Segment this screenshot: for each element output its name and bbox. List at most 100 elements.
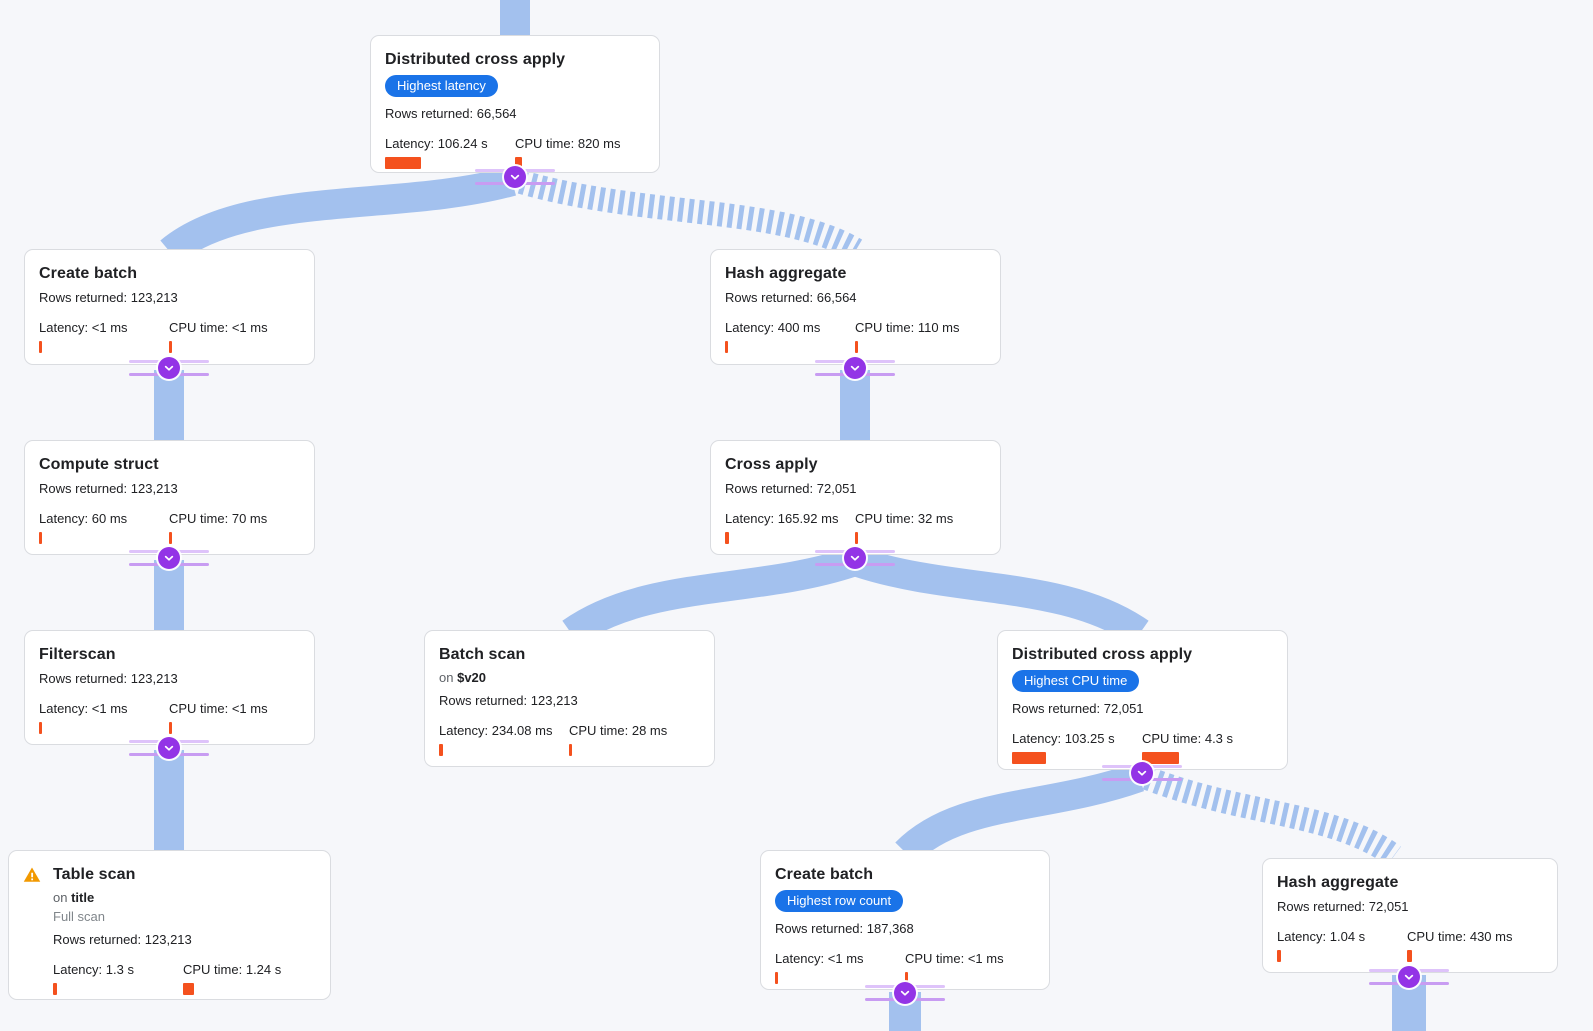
rows-returned: Rows returned: 72,051 — [725, 481, 857, 496]
cpu-time-bar — [1407, 950, 1412, 962]
latency-label: Latency: 103.25 s — [1012, 731, 1115, 746]
node-header: Distributed cross apply — [1012, 644, 1273, 665]
highlight-badge: Highest latency — [385, 75, 498, 97]
plan-edge — [562, 547, 857, 646]
node-title: Compute struct — [39, 456, 159, 473]
chevron-down-icon[interactable] — [844, 547, 866, 569]
highlight-badge-wrap: Highest latency — [385, 70, 645, 100]
rows-returned: Rows returned: 123,213 — [39, 481, 178, 496]
collapse-connector-distributed-cross-apply-2[interactable] — [1102, 761, 1182, 785]
cpu-time-bar — [855, 532, 858, 544]
scan-target-prefix: on — [53, 890, 68, 905]
scan-target-name: title — [71, 890, 95, 905]
rows-returned: Rows returned: 72,051 — [1012, 701, 1144, 716]
cpu-time-label: CPU time: 4.3 s — [1142, 731, 1234, 746]
latency-bar — [725, 341, 728, 353]
latency-bar — [725, 532, 729, 544]
rows-returned: Rows returned: 123,213 — [39, 290, 178, 305]
metric: CPU time: <1 ms — [905, 950, 1035, 984]
collapse-connector-compute-struct[interactable] — [129, 546, 209, 570]
latency-bar — [439, 744, 443, 756]
chevron-down-icon[interactable] — [158, 547, 180, 569]
highlight-badge: Highest CPU time — [1012, 670, 1140, 692]
collapse-connector-distributed-cross-apply-root[interactable] — [475, 165, 555, 189]
collapse-connector-hash-aggregate-right[interactable] — [815, 356, 895, 380]
latency-bar — [1277, 950, 1281, 962]
rows-returned: Rows returned: 123,213 — [53, 932, 192, 947]
chevron-down-icon[interactable] — [158, 357, 180, 379]
collapse-connector-create-batch-bottom[interactable] — [865, 981, 945, 1005]
chevron-down-icon[interactable] — [1131, 762, 1153, 784]
scan-target-prefix: on — [439, 670, 454, 685]
chevron-down-icon[interactable] — [1398, 966, 1420, 988]
metrics-row: Latency: 103.25 s CPU time: 4.3 s — [1012, 730, 1273, 764]
latency-bar — [39, 341, 42, 353]
cpu-time-label: CPU time: <1 ms — [905, 951, 1004, 966]
chevron-down-icon[interactable] — [894, 982, 916, 1004]
collapse-connector-hash-aggregate-bottom[interactable] — [1369, 965, 1449, 989]
latency-bar — [1012, 752, 1046, 764]
rows-returned: Rows returned: 187,368 — [775, 921, 914, 936]
chevron-down-icon[interactable] — [844, 357, 866, 379]
metric: Latency: 234.08 ms — [439, 722, 569, 756]
metric: Latency: 60 ms — [39, 510, 169, 544]
node-title: Hash aggregate — [725, 265, 847, 282]
rows-returned: Rows returned: 123,213 — [439, 693, 578, 708]
metric: Latency: 106.24 s — [385, 135, 515, 169]
scan-target: on title — [53, 888, 316, 907]
latency-label: Latency: <1 ms — [39, 320, 128, 335]
latency-bar — [775, 972, 778, 984]
collapse-connector-create-batch-left[interactable] — [129, 356, 209, 380]
metric: CPU time: 1.24 s — [183, 961, 313, 995]
rows-returned: Rows returned: 66,564 — [385, 106, 517, 121]
chevron-down-icon[interactable] — [504, 166, 526, 188]
metric: CPU time: 28 ms — [569, 722, 699, 756]
node-header: Cross apply — [725, 454, 986, 475]
node-title: Batch scan — [439, 646, 526, 663]
highlight-badge-wrap: Highest row count — [775, 885, 1035, 915]
cpu-time-label: CPU time: 1.24 s — [183, 962, 282, 977]
collapse-connector-cross-apply[interactable] — [815, 546, 895, 570]
collapse-connector-filterscan[interactable] — [129, 736, 209, 760]
metric: CPU time: 110 ms — [855, 319, 985, 353]
cpu-time-bar — [169, 722, 172, 734]
node-title: Distributed cross apply — [1012, 646, 1193, 663]
metric: CPU time: 430 ms — [1407, 928, 1537, 962]
node-header: Compute struct — [39, 454, 300, 475]
plan-edge-striped — [1142, 766, 1402, 866]
node-title: Filterscan — [39, 646, 116, 663]
metric: Latency: <1 ms — [39, 700, 169, 734]
cpu-time-bar — [855, 341, 858, 353]
latency-label: Latency: 165.92 ms — [725, 511, 839, 526]
latency-label: Latency: 400 ms — [725, 320, 821, 335]
plan-edge — [160, 166, 516, 264]
metric: CPU time: 820 ms — [515, 135, 645, 169]
node-header: Batch scan — [439, 644, 700, 665]
chevron-down-icon[interactable] — [158, 737, 180, 759]
